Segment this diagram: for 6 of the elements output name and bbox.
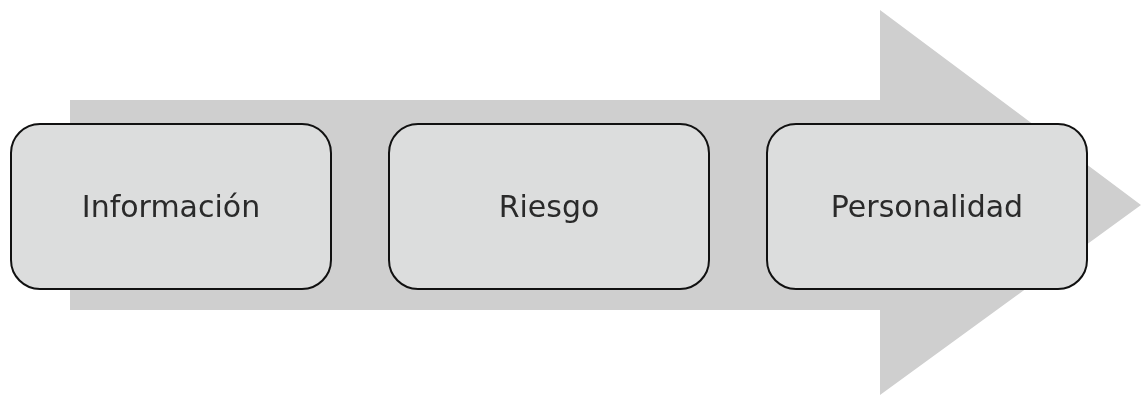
process-box [10, 123, 332, 290]
box-label: Personalidad [830, 189, 1024, 224]
box-label: Información [81, 189, 261, 224]
box-label: Riesgo [498, 189, 600, 224]
process-box [766, 123, 1088, 290]
process-box [388, 123, 710, 290]
